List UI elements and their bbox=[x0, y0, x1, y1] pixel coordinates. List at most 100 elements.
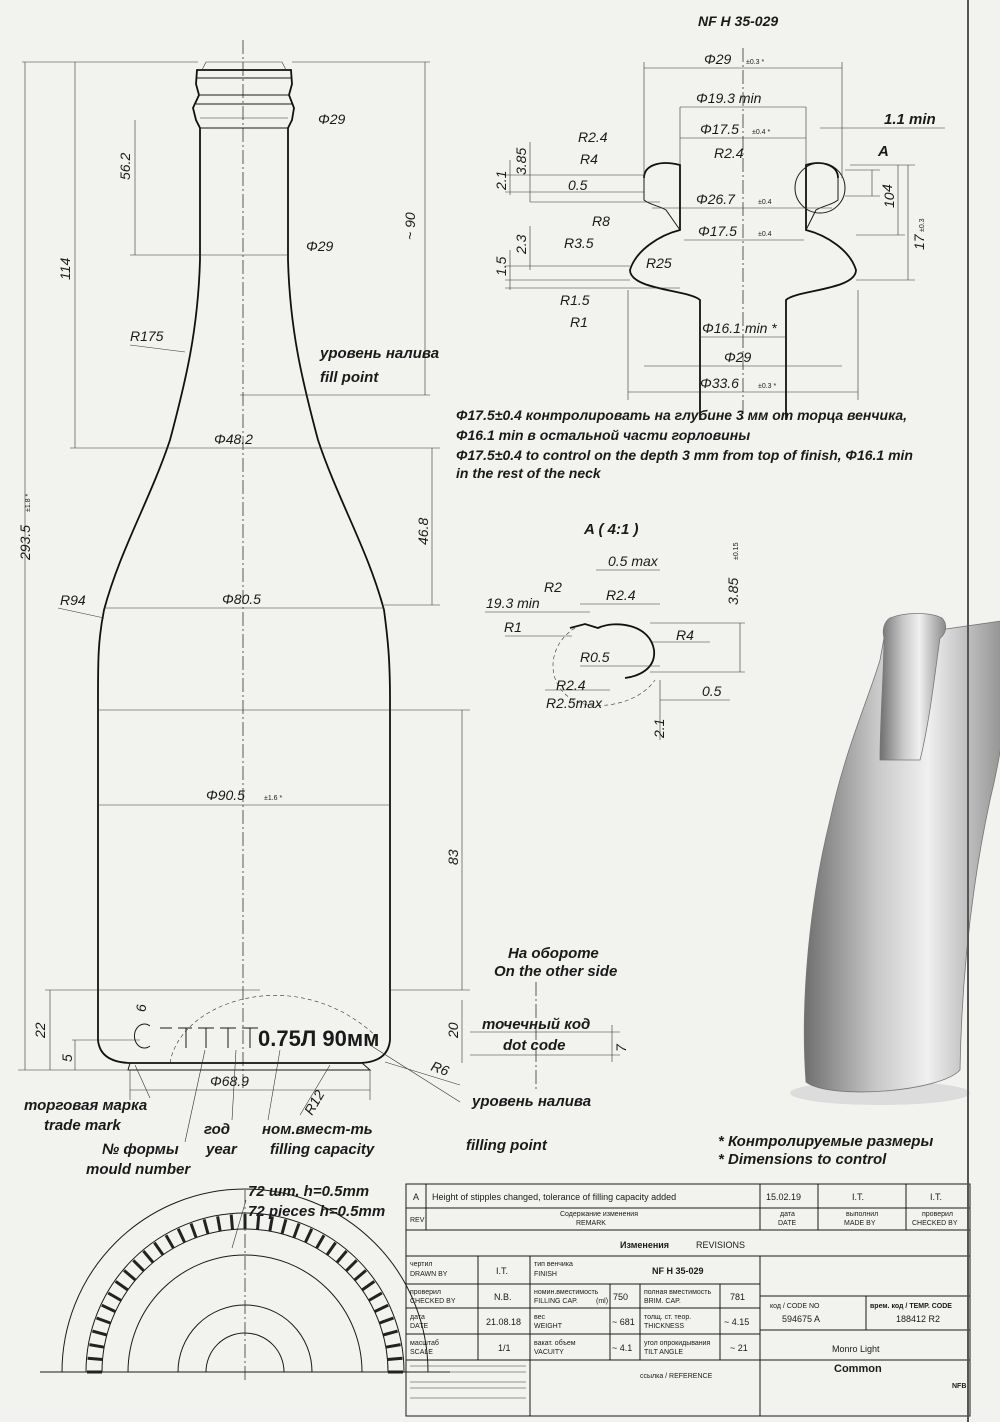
finish-top bbox=[201, 61, 287, 71]
dim-f-v15: 1.5 bbox=[493, 256, 509, 276]
detail-a-r25max: R2.5max bbox=[546, 695, 603, 711]
tb-finish-en: FINISH bbox=[534, 1271, 557, 1278]
stipple-mark bbox=[89, 1343, 105, 1349]
tb-vacuity-ru: вакат. объем bbox=[534, 1339, 576, 1347]
rev-date-en: DATE bbox=[778, 1220, 796, 1227]
stipple-mark bbox=[353, 1269, 367, 1282]
tb-drawn-ru: чертил bbox=[410, 1261, 432, 1268]
rev-date: 15.02.19 bbox=[766, 1192, 801, 1202]
rev-made: I.T. bbox=[852, 1192, 864, 1202]
tb-corner: NFB bbox=[952, 1383, 966, 1390]
detail-a-v21: 2.1 bbox=[651, 719, 667, 739]
dim-f-d29-top: Φ29 bbox=[704, 51, 732, 67]
bottle-render bbox=[790, 613, 1000, 1105]
rev-label: REV bbox=[410, 1217, 425, 1224]
dim-h46: 46.8 bbox=[415, 518, 431, 545]
tb-temp-label: врем. код / TEMP. CODE bbox=[870, 1303, 952, 1310]
tb-thick-val: ~ 4.15 bbox=[724, 1317, 749, 1327]
tb-fill-en: FILLING CAP. bbox=[534, 1298, 578, 1305]
rev-made-ru: выполнил bbox=[846, 1211, 878, 1218]
revision-block: A Height of stipples changed, tolerance … bbox=[405, 1183, 971, 1257]
tb-scale-val: 1/1 bbox=[498, 1343, 511, 1353]
tb-fine-print bbox=[410, 1365, 526, 1399]
dot-code-en: dot code bbox=[503, 1037, 566, 1054]
detail-a-r05: R0.5 bbox=[580, 649, 610, 665]
finish-notes: Φ17.5±0.4 контролировать на глубине 3 мм… bbox=[456, 407, 913, 481]
tb-checked-en: CHECKED BY bbox=[410, 1298, 456, 1305]
dim-f-d267-tol: ±0.4 bbox=[758, 199, 772, 206]
stipple-mark bbox=[216, 1216, 222, 1232]
dim-d80: Φ80.5 bbox=[222, 591, 261, 607]
tb-ref-label: ссылка / REFERENCE bbox=[640, 1373, 713, 1380]
dim-h293: 293.5 bbox=[17, 525, 33, 561]
detail-a-max05: 0.5 max bbox=[608, 553, 659, 569]
stipple-mark bbox=[268, 1216, 274, 1232]
detail-a-r4: R4 bbox=[676, 627, 694, 643]
detail-a-circle bbox=[794, 162, 846, 214]
rev-checked: I.T. bbox=[930, 1192, 942, 1202]
detail-a-profile bbox=[569, 623, 655, 679]
detail-mark-a: A bbox=[877, 143, 889, 160]
stipple-mark bbox=[176, 1228, 186, 1244]
tb-scale-en: SCALE bbox=[410, 1349, 433, 1356]
dim-f-d175a: Φ17.5 bbox=[700, 121, 739, 137]
stipple-mark bbox=[325, 1241, 337, 1256]
dim-f-d29-bottom: Φ29 bbox=[724, 349, 752, 365]
dim-f-v23: 2.3 bbox=[513, 234, 529, 255]
dim-f-d175b-tol: ±0.4 bbox=[758, 231, 772, 238]
tb-angle-val: ~ 21 bbox=[730, 1343, 748, 1353]
tb-checked-ru: проверил bbox=[410, 1289, 441, 1296]
dim-h20: 20 bbox=[445, 1022, 461, 1039]
rev-remark-en: REMARK bbox=[576, 1220, 606, 1227]
dim-f-d175b: Φ17.5 bbox=[698, 223, 737, 239]
detail-a-r24b: R2.4 bbox=[556, 677, 586, 693]
rev-date-ru: дата bbox=[780, 1211, 795, 1218]
dim-f-d19: Φ19.3 min bbox=[696, 90, 762, 106]
stipple-mark bbox=[101, 1303, 117, 1313]
dim-d48: Φ48.2 bbox=[214, 431, 253, 447]
rev-made-en: MADE BY bbox=[844, 1220, 876, 1227]
detail-a-dim-lines bbox=[485, 569, 745, 740]
tb-fill-unit: (ml) bbox=[596, 1298, 608, 1305]
dim-f-v17: 17 bbox=[911, 233, 927, 250]
dim-f-v05: 0.5 bbox=[568, 177, 588, 193]
dim-d29-top: Φ29 bbox=[318, 111, 346, 127]
dim-h83: 83 bbox=[445, 849, 461, 865]
stipple-mark bbox=[114, 1280, 129, 1292]
height-lines-right bbox=[98, 61, 470, 1063]
embossing-text: 0.75Л 90мм bbox=[258, 1026, 379, 1051]
finish-detail-view: NF H 35-029 bbox=[493, 13, 945, 420]
dim-f-r4: R4 bbox=[580, 151, 598, 167]
note-ru-2: Φ16.1 min в остальной части горловины bbox=[456, 427, 750, 443]
tb-finish-val: NF H 35-029 bbox=[652, 1266, 704, 1276]
callout-mould-ru: № формы bbox=[102, 1141, 179, 1158]
dim-h5: 5 bbox=[59, 1054, 75, 1062]
stipple-mark bbox=[382, 1329, 398, 1337]
rev-heading-ru: Изменения bbox=[620, 1240, 669, 1250]
rev-text: Height of stipples changed, tolerance of… bbox=[432, 1192, 676, 1202]
stipple-mark bbox=[256, 1214, 261, 1230]
height-lines bbox=[18, 61, 260, 1071]
tb-thick-ru: толщ. ст. теор. bbox=[644, 1314, 691, 1321]
tb-fill-val: 750 bbox=[613, 1292, 628, 1302]
finish-rings bbox=[196, 77, 292, 129]
stipple-mark bbox=[164, 1234, 175, 1249]
main-bottle-view: Φ29 Φ29 Φ48.2 Φ80.5 Φ90.5 ±1.6 * Φ68.9 2… bbox=[17, 40, 629, 1178]
stipple-mark bbox=[189, 1222, 198, 1239]
rev-remark-ru: Содержание изменения bbox=[560, 1211, 638, 1218]
stipple-mark bbox=[280, 1219, 288, 1235]
dim-h22: 22 bbox=[32, 1022, 48, 1039]
controlled-ru: * Контролируемые размеры bbox=[718, 1133, 933, 1150]
dim-f-d336: Φ33.6 bbox=[700, 375, 739, 391]
stipple-mark bbox=[95, 1316, 112, 1325]
tb-vacuity-val: ~ 4.1 bbox=[612, 1343, 632, 1353]
callout-trade-mark-ru: торговая марка bbox=[24, 1097, 147, 1114]
dim-r6: R6 bbox=[429, 1058, 451, 1079]
callout-trade-mark-en: trade mark bbox=[44, 1117, 121, 1134]
dim-r94: R94 bbox=[60, 592, 86, 608]
tb-code-label: код / CODE NO bbox=[770, 1303, 820, 1310]
punt-dashed bbox=[169, 995, 381, 1064]
tb-weight-en: WEIGHT bbox=[534, 1323, 563, 1330]
embossing-strip: 0.75Л 90мм bbox=[133, 1023, 379, 1051]
